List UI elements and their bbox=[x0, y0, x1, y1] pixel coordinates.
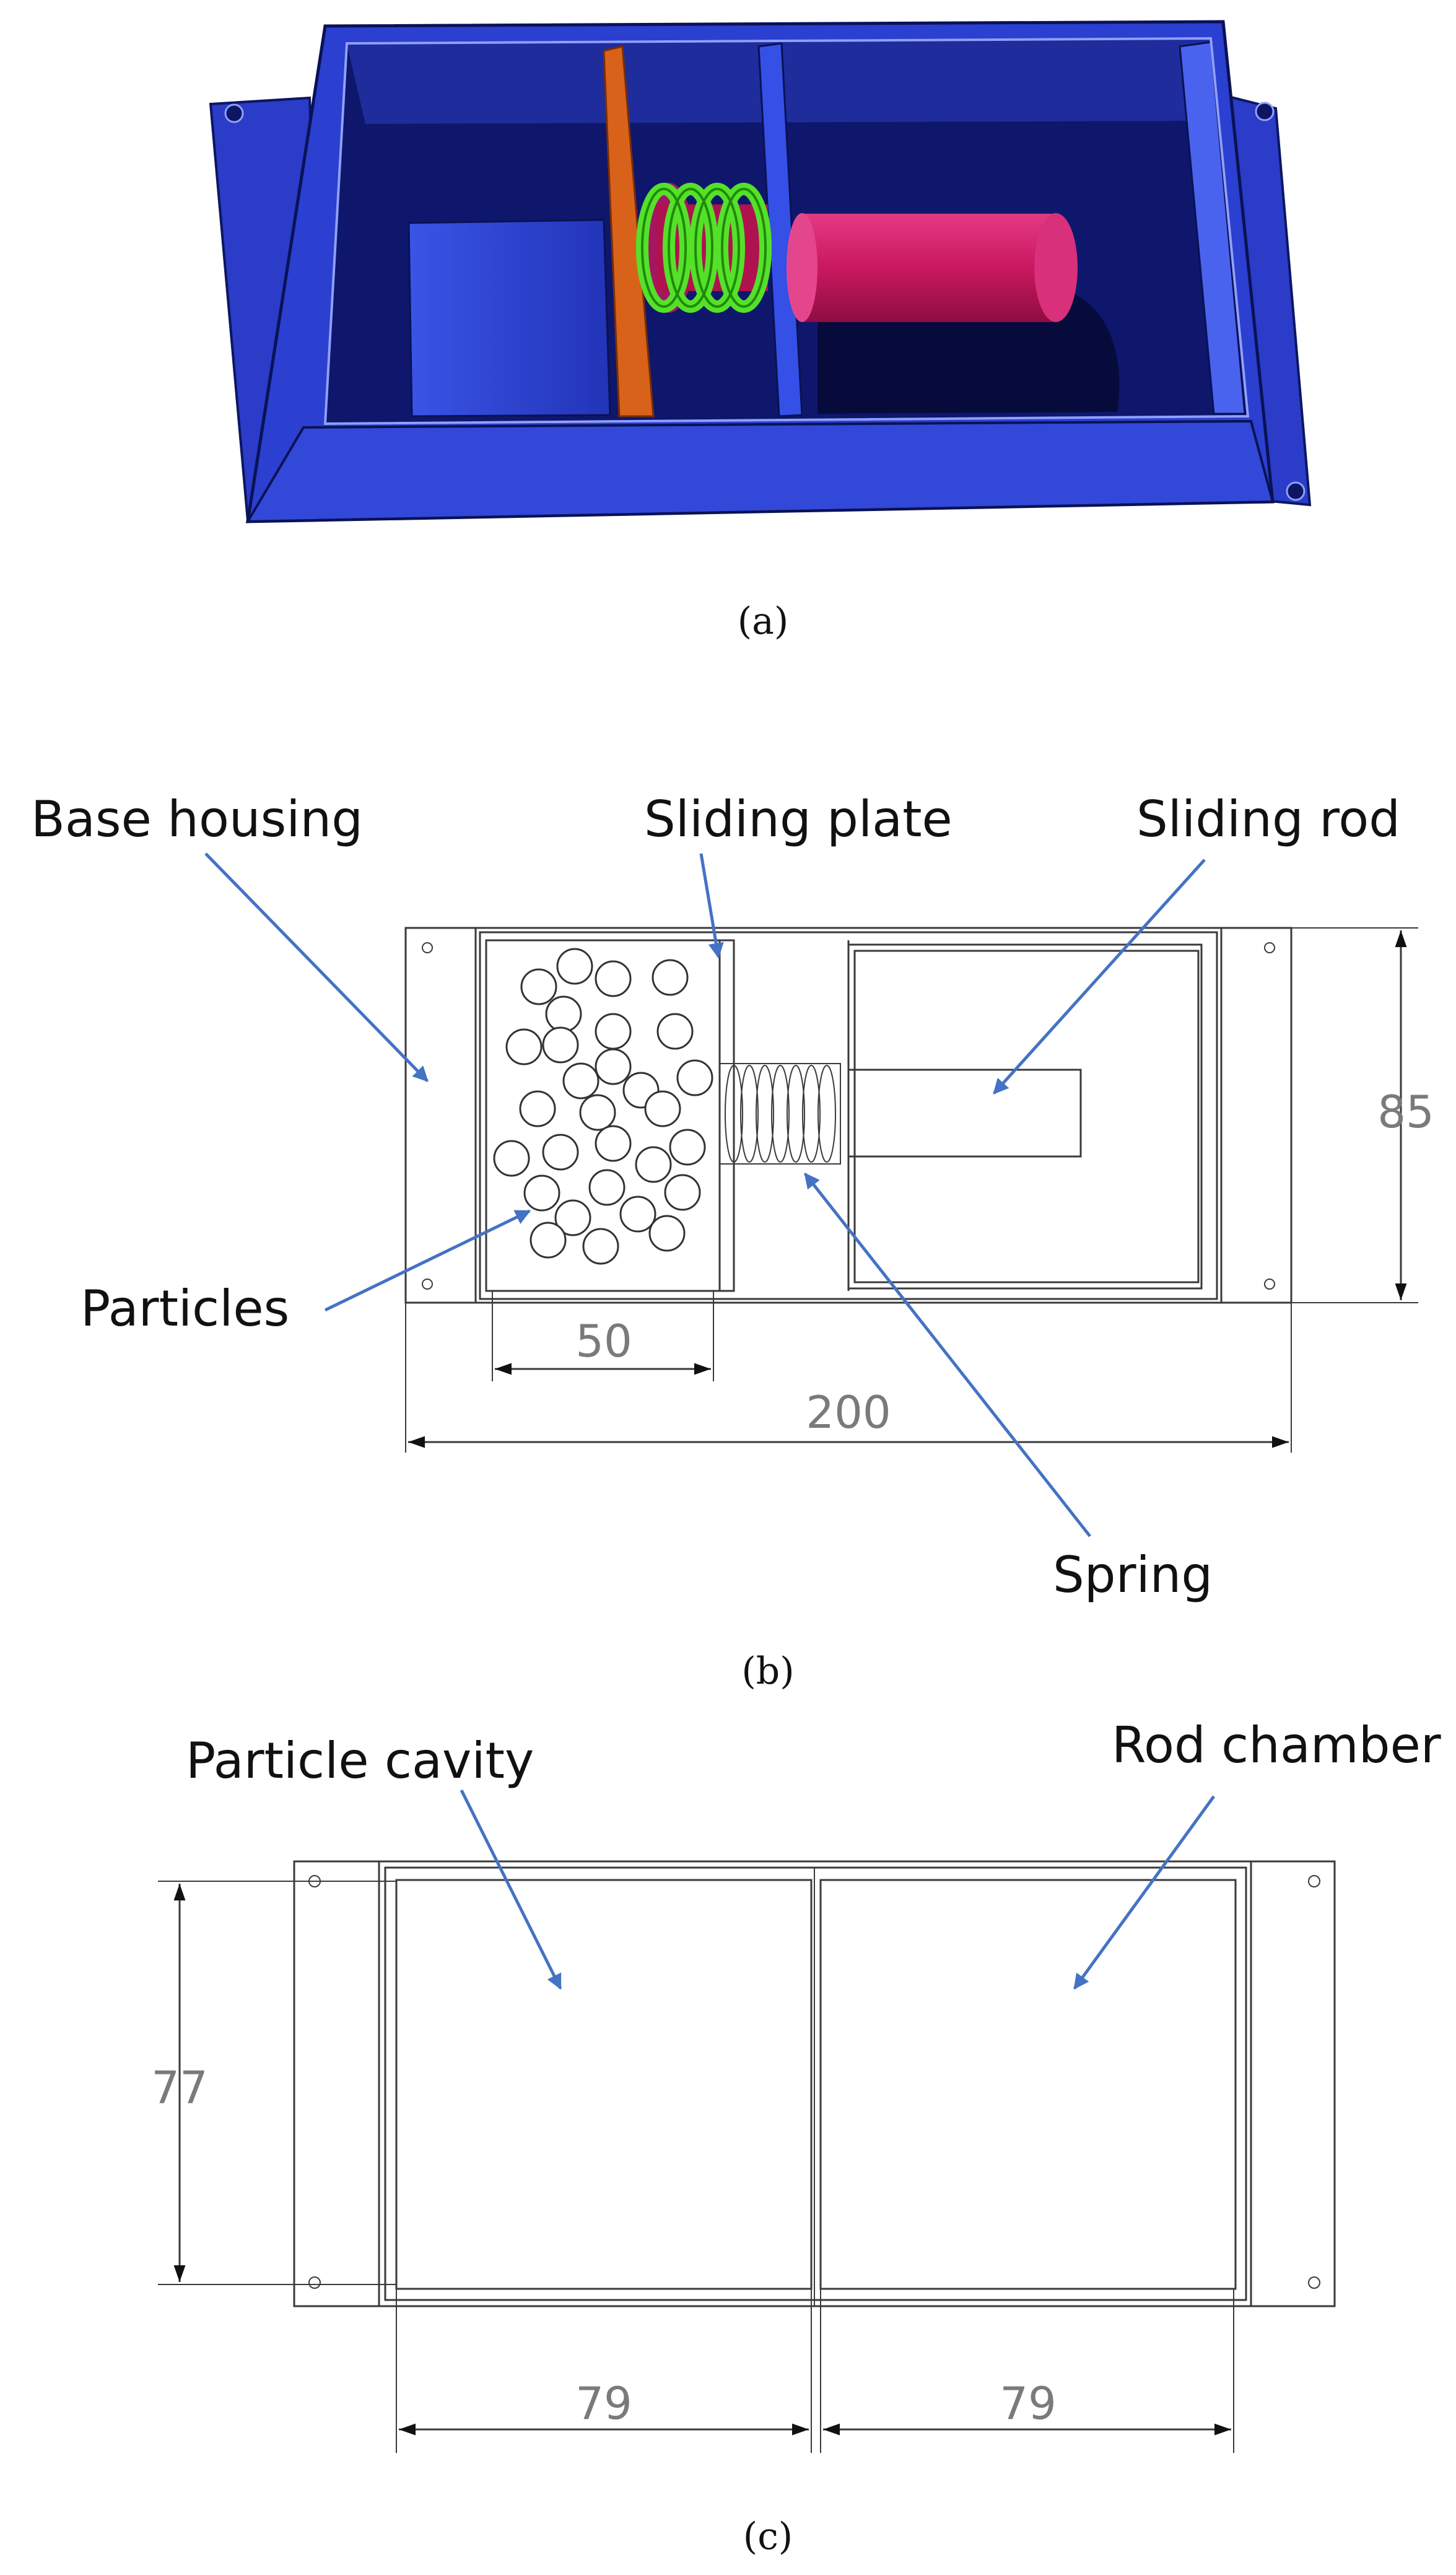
box-rim bbox=[323, 37, 1250, 426]
spring-b bbox=[719, 1063, 841, 1165]
rod-chamber-c bbox=[819, 1879, 1237, 2290]
label-particle-cavity: Particle cavity bbox=[186, 1732, 534, 1790]
label-sliding-plate: Sliding plate bbox=[644, 790, 953, 848]
housing-outline-b bbox=[404, 927, 1293, 1304]
flange-hole-tl bbox=[224, 103, 244, 123]
dim-text-77: 77 bbox=[151, 2061, 208, 2114]
panel-c-drawing bbox=[158, 1789, 1336, 2453]
right-side-wall bbox=[1179, 41, 1246, 415]
middle-partition bbox=[757, 42, 803, 418]
flange-hole-tr bbox=[1255, 102, 1275, 121]
dim-text-50: 50 bbox=[575, 1315, 632, 1367]
particles-b bbox=[493, 948, 713, 1265]
rod-chamber-b bbox=[847, 943, 1203, 1290]
caption-c: (c) bbox=[743, 2515, 793, 2558]
spring-3d bbox=[636, 183, 772, 313]
dim-text-79-left: 79 bbox=[575, 2377, 632, 2429]
arrow-base-housing bbox=[204, 852, 429, 1082]
caption-b: (b) bbox=[741, 1650, 794, 1693]
dim-text-200: 200 bbox=[806, 1386, 891, 1438]
panel-b-drawing bbox=[204, 852, 1418, 1537]
label-sliding-rod: Sliding rod bbox=[1136, 790, 1400, 848]
arrow-particle-cavity bbox=[460, 1789, 562, 1990]
arrow-sliding-rod bbox=[993, 859, 1206, 1095]
dim-text-85: 85 bbox=[1377, 1086, 1434, 1138]
flange-hole-br bbox=[1286, 481, 1306, 501]
label-particles: Particles bbox=[81, 1280, 289, 1337]
dim-text-79-right: 79 bbox=[1000, 2377, 1057, 2429]
arrow-particles bbox=[324, 1209, 531, 1312]
sliding-rod-b bbox=[847, 1069, 1082, 1158]
arrow-rod-chamber bbox=[1073, 1795, 1216, 1990]
sliding-plate-3d bbox=[603, 45, 655, 418]
label-spring: Spring bbox=[1053, 1546, 1213, 1604]
panel-a-render bbox=[209, 20, 1312, 523]
label-base-housing: Base housing bbox=[31, 790, 363, 848]
arrow-sliding-plate bbox=[699, 853, 724, 959]
particle-cavity-b bbox=[485, 939, 735, 1292]
label-rod-chamber: Rod chamber bbox=[1112, 1716, 1441, 1774]
caption-a: (a) bbox=[738, 600, 789, 643]
arrow-spring bbox=[804, 1173, 1091, 1537]
left-block bbox=[408, 219, 611, 418]
particle-cavity-c bbox=[395, 1879, 813, 2290]
box-front-face bbox=[245, 419, 1275, 523]
sliding-rod-3d bbox=[787, 213, 1078, 322]
